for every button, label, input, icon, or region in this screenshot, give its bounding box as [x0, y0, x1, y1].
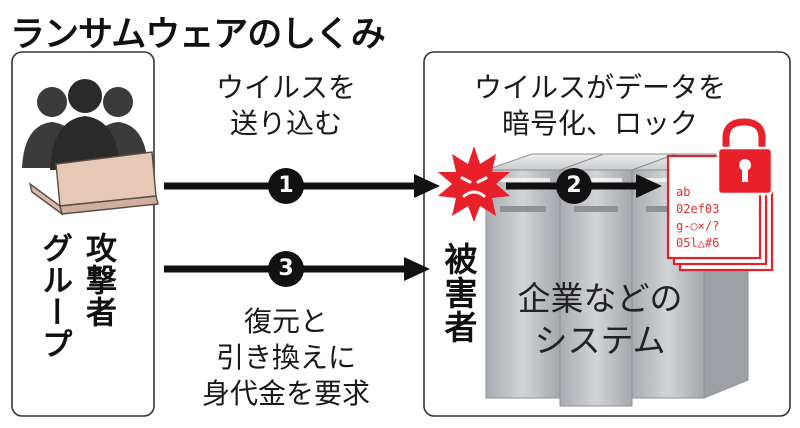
encrypted-doc-line-4: 05l△#6 — [676, 236, 720, 250]
attacker-label-line2: グループ — [36, 232, 72, 360]
step-1-caption-line2: 送り込む — [229, 107, 342, 140]
system-label-line2: システム — [534, 321, 666, 360]
laptop-icon — [28, 151, 159, 216]
virus-icon — [438, 146, 510, 222]
step-number-3: 3 — [278, 256, 294, 281]
lock-icon — [716, 118, 774, 196]
encrypted-doc-line-3: g-○×/? — [676, 219, 720, 233]
step-2-caption-line1: ウイルスがデータを — [473, 71, 726, 104]
encrypted-doc-line-2: 02ef03 — [676, 202, 720, 216]
step-2-caption-line2: 暗号化、ロック — [501, 107, 698, 140]
step-number-2: 2 — [566, 173, 582, 198]
step-1-caption-line1: ウイルスを — [215, 71, 356, 104]
step-badge-1 — [268, 168, 304, 204]
step-number-1: 1 — [278, 173, 294, 198]
encrypted-doc-line-1: ab — [676, 185, 691, 199]
attacker-label-line1: 攻撃者 — [80, 232, 116, 328]
victim-label: 被害者 — [439, 242, 478, 344]
step-3-caption-line1: 復元と — [243, 305, 328, 338]
server-rack-icon — [485, 153, 749, 407]
page-title: ランサムウェアのしくみ — [10, 15, 386, 55]
step-3-caption-line3: 身代金を要求 — [201, 377, 370, 410]
step-badge-3 — [268, 251, 304, 287]
step-badge-2 — [556, 168, 592, 204]
system-label-line1: 企業などの — [517, 279, 683, 318]
step-3-caption-line2: 引き換えに — [215, 341, 356, 374]
